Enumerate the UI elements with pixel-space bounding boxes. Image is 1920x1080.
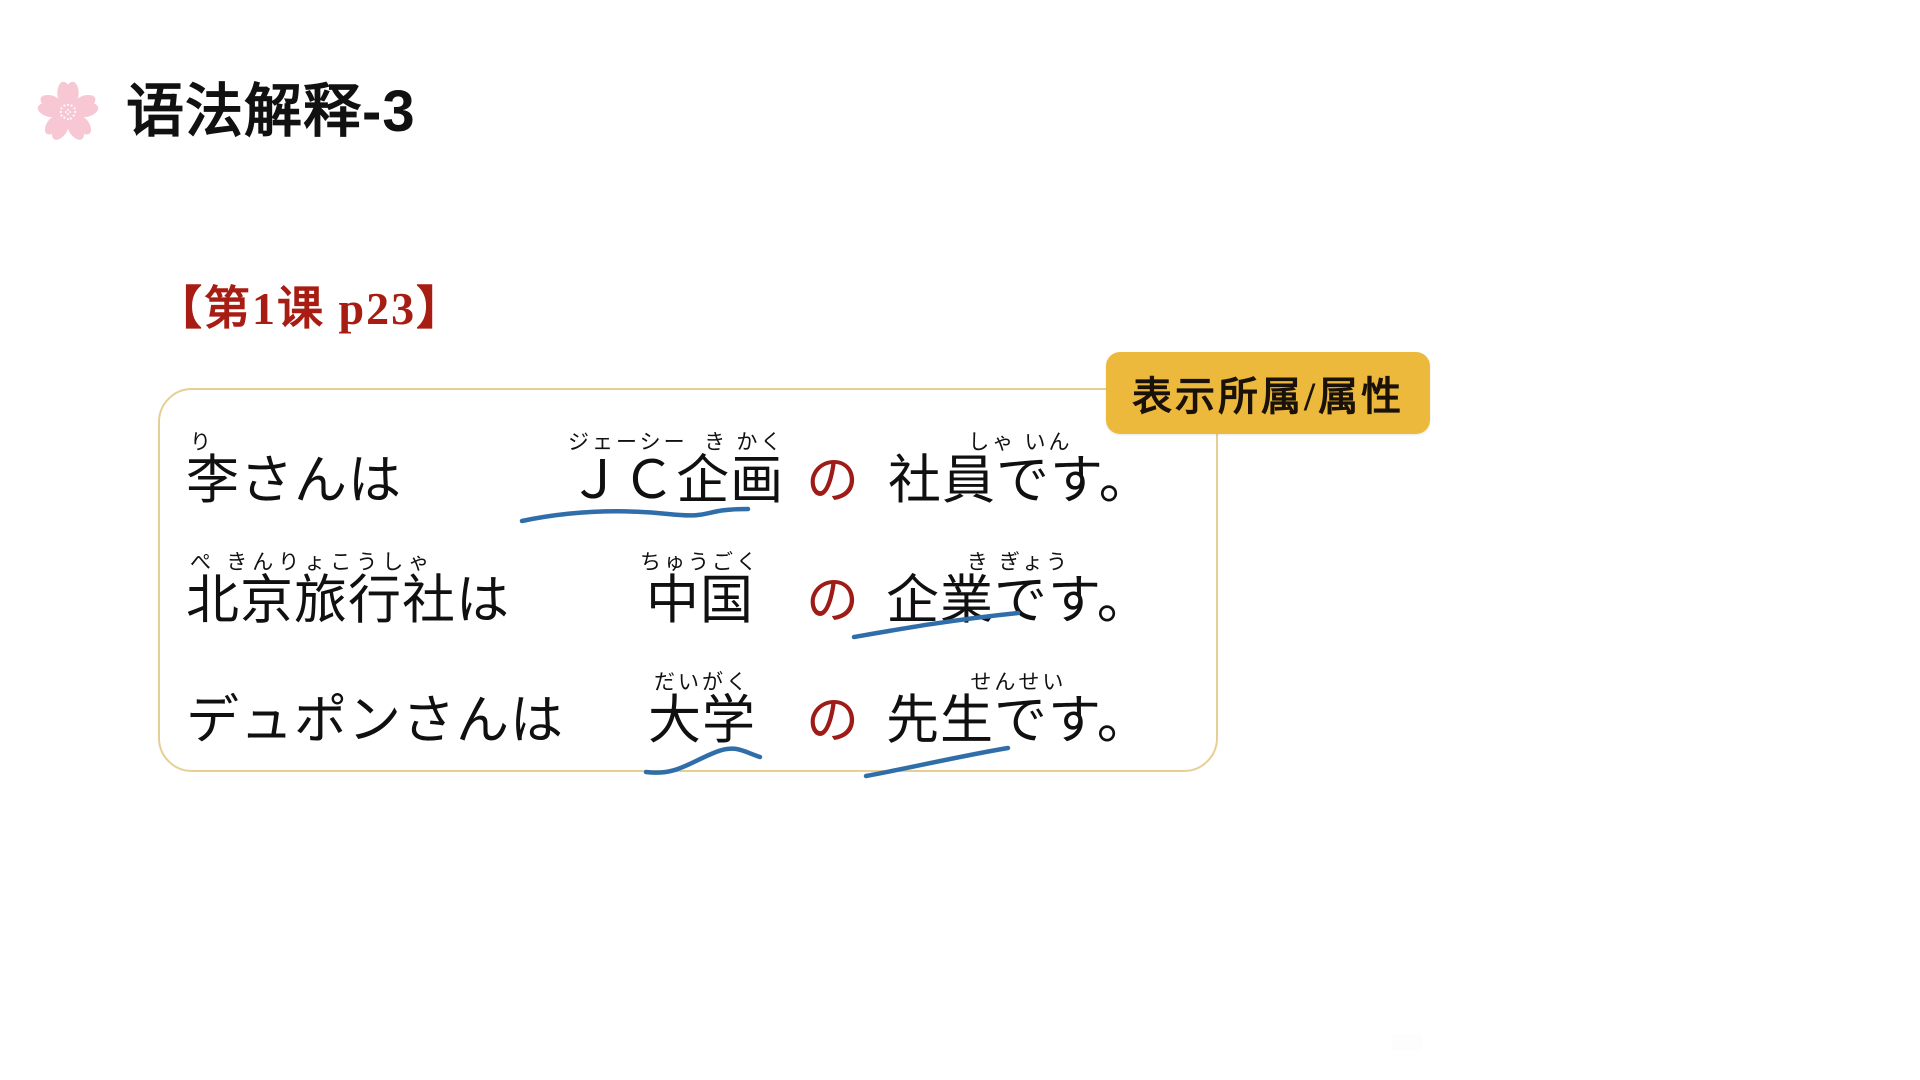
modifier-segment: ちゅうごく 中国 xyxy=(640,550,760,630)
example-3-subject: デュポンさんは xyxy=(186,670,564,750)
furigana: き ぎょう xyxy=(966,550,1070,575)
furigana: ジェーシー き かく xyxy=(568,430,785,455)
base-text: 李さんは xyxy=(186,452,402,511)
corner-watermark xyxy=(1392,1035,1422,1051)
example-2-subject: ぺ きんりょこうしゃ 北京旅行社は xyxy=(186,550,510,630)
example-2-predicate: き ぎょう 企業です。 xyxy=(886,550,1151,630)
example-row-1: り 李さんは ジェーシー き かく ＪＣ企画 の しゃ いん 社員です。 xyxy=(158,406,1218,518)
furigana: ぺ きんりょこうしゃ xyxy=(190,550,435,575)
base-text: 中国 xyxy=(646,572,754,631)
particle-no: の xyxy=(806,452,859,511)
example-sentences-list: り 李さんは ジェーシー き かく ＪＣ企画 の しゃ いん 社員です。 xyxy=(158,388,1218,772)
particle-no: の xyxy=(806,692,859,751)
furigana: だいがく xyxy=(654,670,750,695)
example-row-2: ぺ きんりょこうしゃ 北京旅行社は ちゅうごく 中国 の き ぎょう 企業です。 xyxy=(158,526,1218,638)
example-2-modifier: ちゅうごく 中国 xyxy=(640,550,760,630)
furigana: しゃ いん xyxy=(968,430,1073,455)
subject-segment: り 李さんは xyxy=(186,430,402,510)
subject-segment: ぺ きんりょこうしゃ 北京旅行社は xyxy=(186,550,510,630)
base-text: デュポンさんは xyxy=(186,692,564,751)
example-1-subject: り 李さんは xyxy=(186,430,402,510)
example-1-modifier: ジェーシー き かく ＪＣ企画 xyxy=(568,430,784,510)
example-3-particle: の xyxy=(806,670,859,750)
sakura-flower-icon xyxy=(37,81,99,140)
base-text: 北京旅行社は xyxy=(186,572,510,631)
predicate-segment: せんせい 先生です。 xyxy=(886,670,1151,750)
example-3-modifier: だいがく 大学 xyxy=(648,670,756,750)
base-text: 先生です。 xyxy=(886,692,1151,751)
modifier-segment: ジェーシー き かく ＪＣ企画 xyxy=(568,430,784,510)
base-text: 大学 xyxy=(648,692,756,751)
predicate-segment: しゃ いん 社員です。 xyxy=(888,430,1153,510)
example-2-particle: の xyxy=(806,550,859,630)
slide-header: 语法解释-3 xyxy=(32,76,416,148)
particle-no: の xyxy=(806,572,859,631)
example-3-predicate: せんせい 先生です。 xyxy=(886,670,1151,750)
example-1-particle: の xyxy=(806,430,859,510)
base-text: ＪＣ企画 xyxy=(568,452,785,511)
furigana: ちゅうごく xyxy=(640,550,760,575)
modifier-segment: だいがく 大学 xyxy=(648,670,756,750)
callout-label: 表示所属/属性 xyxy=(1132,374,1405,419)
furigana: せんせい xyxy=(970,670,1067,695)
base-text: 企業です。 xyxy=(886,572,1151,631)
page-title: 语法解释-3 xyxy=(126,79,416,144)
example-1-predicate: しゃ いん 社員です。 xyxy=(888,430,1153,510)
predicate-segment: き ぎょう 企業です。 xyxy=(886,550,1151,630)
subject-segment: デュポンさんは xyxy=(186,670,564,750)
lesson-reference-tag: 【第1课 p23】 xyxy=(156,283,465,334)
example-row-3: デュポンさんは だいがく 大学 の せんせい 先生です。 xyxy=(158,646,1218,758)
base-text: 社員です。 xyxy=(888,452,1153,511)
attribute-callout: 表示所属/属性 xyxy=(1106,352,1431,434)
furigana: り xyxy=(190,430,216,455)
